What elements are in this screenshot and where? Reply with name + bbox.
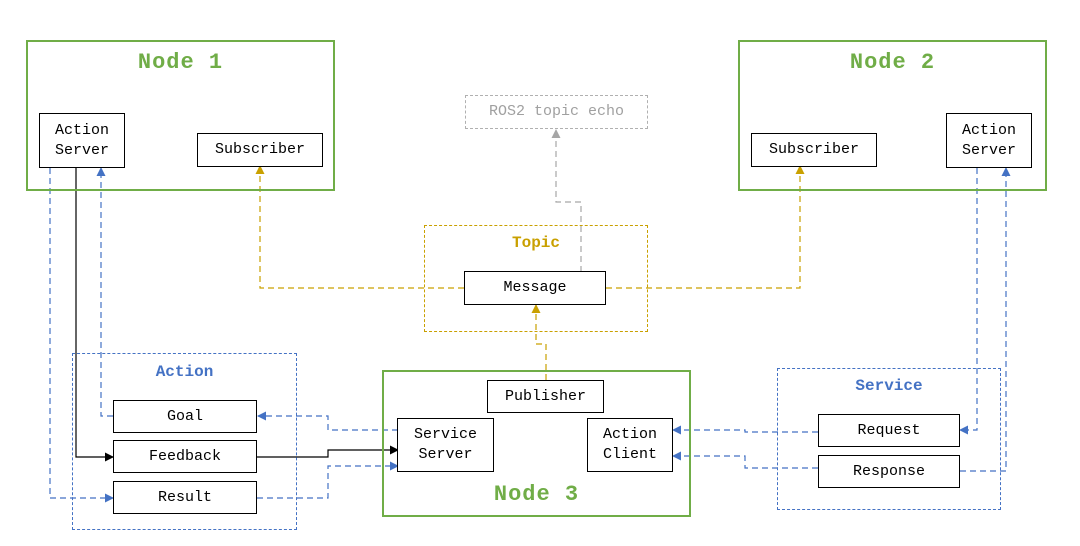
node2-subscriber-box: Subscriber	[751, 133, 877, 167]
response-to-action-client-line	[672, 451, 818, 469]
node2-title: Node 2	[849, 50, 936, 75]
result-to-service-server-line	[257, 461, 399, 499]
service-container: Service	[777, 368, 1001, 510]
message-to-echo-line	[551, 129, 582, 272]
action-server-feedback-line	[75, 168, 114, 462]
topic-to-node1-subscriber-line	[255, 165, 464, 289]
service-server-box: Service Server	[397, 418, 494, 472]
node1-title: Node 1	[137, 50, 224, 75]
feedback-box: Feedback	[113, 440, 257, 473]
goal-box: Goal	[113, 400, 257, 433]
response-box: Response	[818, 455, 960, 488]
request-to-action-client-line	[672, 425, 818, 435]
node1-action-server-box: Action Server	[39, 113, 125, 168]
node3-title: Node 3	[493, 482, 580, 507]
action-container: Action	[72, 353, 297, 530]
result-box: Result	[113, 481, 257, 514]
node3-container: Node 3	[382, 370, 691, 517]
publisher-to-message-line	[531, 304, 547, 380]
ros2-topic-echo-box: ROS2 topic echo	[465, 95, 648, 129]
service-server-to-goal-line	[257, 411, 398, 431]
response-to-node2-action-server-line	[960, 167, 1011, 472]
node2-action-server-box: Action Server	[946, 113, 1032, 168]
node2-container: Node 2	[738, 40, 1047, 191]
topic-container: Topic	[424, 225, 648, 332]
node1-container: Node 1	[26, 40, 335, 191]
action-server-result-line	[49, 168, 114, 503]
request-box: Request	[818, 414, 960, 447]
node1-subscriber-box: Subscriber	[197, 133, 323, 167]
feedback-to-service-server-line	[257, 445, 399, 458]
topic-to-node2-subscriber-line	[606, 165, 805, 289]
service-title: Service	[855, 377, 923, 395]
action-client-box: Action Client	[587, 418, 673, 472]
action-title: Action	[155, 363, 214, 381]
goal-to-action-server-line	[96, 167, 113, 417]
publisher-box: Publisher	[487, 380, 604, 413]
node2-action-server-to-request-line	[959, 168, 978, 435]
topic-title: Topic	[511, 234, 560, 252]
message-box: Message	[464, 271, 606, 305]
